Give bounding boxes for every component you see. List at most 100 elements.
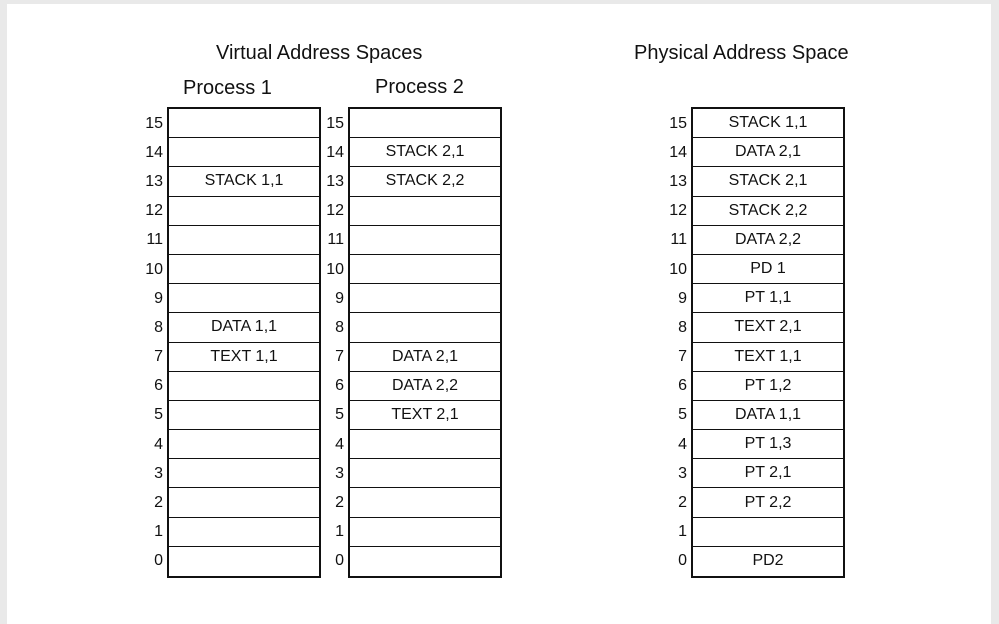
process1-row: 5 [129, 401, 319, 431]
process1-address-label: 0 [154, 552, 163, 570]
process2-cell [350, 109, 500, 139]
process1-cell [169, 459, 319, 489]
process1-cell [169, 401, 319, 431]
process1-cell [169, 226, 319, 255]
physical-address-label: 4 [678, 435, 687, 453]
process1-row: 10 [129, 255, 319, 285]
physical-row: 0 PD2 [655, 547, 843, 576]
process1-address-label: 2 [154, 494, 163, 512]
physical-address-label: 14 [669, 143, 687, 161]
physical-cell: PD2 [752, 552, 784, 570]
process2-address-label: 12 [326, 202, 344, 220]
process2-row: 11 [322, 226, 500, 255]
process1-cell [169, 372, 319, 401]
process1-cell [169, 518, 319, 547]
process2-cell: DATA 2,1 [350, 343, 500, 372]
physical-cell [693, 518, 843, 547]
process1-row: 2 [129, 488, 319, 518]
process2-address-label: 14 [326, 143, 344, 161]
physical-cell: DATA 1,1 [693, 401, 843, 431]
physical-cell: STACK 1,1 [693, 109, 843, 139]
process2-address-label: 11 [327, 231, 344, 249]
physical-address-label: 0 [678, 552, 687, 570]
physical-row: 1 [655, 518, 843, 547]
process2-cell: TEXT 2,1 [350, 401, 500, 431]
physical-cell: TEXT 2,1 [693, 313, 843, 343]
diagram-canvas: Virtual Address Spaces Physical Address … [7, 4, 991, 624]
process1-address-label: 3 [154, 464, 163, 482]
process2-row: 0 [322, 547, 500, 576]
process1-address-label: 4 [154, 435, 163, 453]
physical-address-space-title: Physical Address Space [634, 42, 849, 64]
process2-address-label: 3 [335, 464, 344, 482]
process2-row: 2 [322, 488, 500, 518]
physical-address-label: 6 [678, 377, 687, 395]
physical-row: 2 PT 2,2 [655, 488, 843, 518]
physical-address-label: 2 [678, 494, 687, 512]
process2-row: 15 [322, 109, 500, 139]
physical-row: 5 DATA 1,1 [655, 401, 843, 431]
process1-address-label: 1 [154, 523, 163, 541]
process1-address-label: 5 [154, 406, 163, 424]
physical-cell: DATA 2,2 [693, 226, 843, 255]
process2-address-label: 13 [326, 172, 344, 190]
process1-cell: TEXT 1,1 [169, 343, 319, 372]
process1-address-label: 12 [145, 202, 163, 220]
process2-cell: DATA 2,2 [350, 372, 500, 401]
process2-address-label: 9 [335, 289, 344, 307]
process2-row: 1 [322, 518, 500, 547]
process1-cell [169, 488, 319, 518]
process2-row: 4 [322, 430, 500, 460]
physical-cell: PT 2,2 [693, 488, 843, 518]
process1-cell [169, 138, 319, 168]
physical-address-label: 9 [678, 289, 687, 307]
process1-title: Process 1 [183, 77, 272, 99]
process2-row: 3 [322, 459, 500, 489]
process1-address-label: 10 [145, 260, 163, 278]
physical-address-label: 7 [678, 348, 687, 366]
process2-cell [350, 488, 500, 518]
process2-row: 10 [322, 255, 500, 285]
process1-row: 6 [129, 372, 319, 401]
process2-cell: STACK 2,2 [350, 167, 500, 197]
process1-row: 11 [129, 226, 319, 255]
physical-row: 10 PD 1 [655, 255, 843, 285]
process1-row: 0 [129, 547, 319, 576]
physical-address-label: 12 [669, 202, 687, 220]
process1-row: 3 [129, 459, 319, 489]
process2-address-label: 7 [335, 348, 344, 366]
physical-cell: PD 1 [693, 255, 843, 285]
physical-address-label: 5 [678, 406, 687, 424]
process1-address-label: 13 [145, 172, 163, 190]
process2-address-label: 10 [326, 260, 344, 278]
process2-cell [350, 459, 500, 489]
physical-address-label: 8 [678, 318, 687, 336]
process1-cell: STACK 1,1 [169, 167, 319, 197]
process2-frame [348, 107, 502, 579]
process2-address-label: 15 [326, 114, 344, 132]
process1-address-label: 8 [154, 318, 163, 336]
physical-cell: PT 1,1 [693, 284, 843, 314]
process1-row: 14 [129, 138, 319, 168]
process1-address-label: 15 [145, 114, 163, 132]
process1-address-label: 11 [146, 231, 163, 249]
process2-cell: STACK 2,1 [350, 138, 500, 168]
process2-address-label: 8 [335, 318, 344, 336]
process1-cell [169, 109, 319, 139]
process1-row: 9 [129, 284, 319, 314]
physical-address-label: 10 [669, 260, 687, 278]
process2-address-label: 4 [335, 435, 344, 453]
process1-cell [169, 255, 319, 285]
physical-cell: TEXT 1,1 [693, 343, 843, 372]
process2-address-label: 0 [335, 552, 344, 570]
process2-row: 13 STACK 2,2 [322, 167, 500, 197]
